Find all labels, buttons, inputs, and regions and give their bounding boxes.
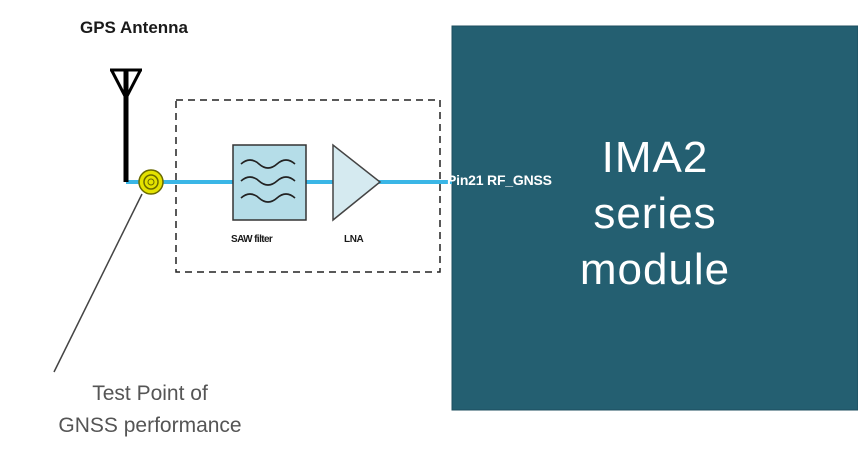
antenna-icon	[110, 68, 142, 182]
module-block	[451, 25, 858, 411]
saw-filter-icon	[232, 144, 307, 221]
test-point-leader-line	[53, 193, 143, 373]
module-label-line3: module	[579, 245, 731, 294]
test-point-label-line1: Test Point of	[92, 382, 208, 405]
rf-frontend-dashed-box	[175, 99, 441, 273]
module-label-line1: IMA2	[601, 133, 709, 182]
saw-filter-label: SAW filter	[231, 234, 273, 245]
test-point-label: Test Point of GNSS performance	[0, 378, 300, 442]
module-label: IMA2 series module	[455, 130, 855, 298]
pin-rf-gnss-label: Pin21 RF_GNSS	[447, 172, 552, 188]
gps-antenna-title: GPS Antenna	[80, 18, 188, 37]
lna-label: LNA	[344, 234, 364, 245]
amplifier-triangle-icon	[332, 143, 382, 222]
test-point-label-line2: GNSS performance	[58, 414, 242, 437]
module-label-line2: series	[593, 189, 717, 238]
coax-test-point-icon	[138, 169, 164, 195]
